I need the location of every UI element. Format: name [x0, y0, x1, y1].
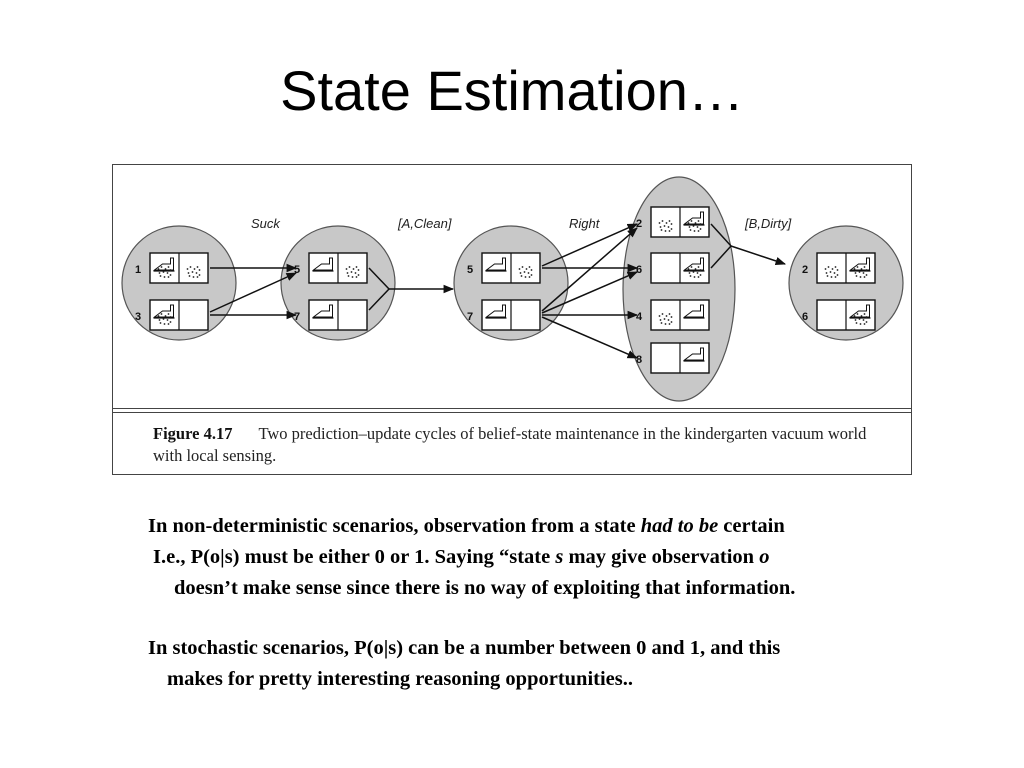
vacuum-robot-icon	[849, 304, 871, 319]
dirt-icon	[186, 266, 201, 278]
state-box-8: 8	[636, 342, 710, 374]
state-boxes: 1 3 5 7 5 7 2 6 4 8 2 6	[135, 206, 876, 374]
caption-divider	[113, 408, 911, 409]
state-number: 7	[467, 311, 473, 323]
state-number: 2	[802, 264, 808, 276]
paragraph-non-deterministic: In non-deterministic scenarios, observat…	[148, 511, 968, 604]
dirt-icon	[345, 266, 360, 278]
caption-divider-inner	[113, 412, 911, 413]
paragraph-stochastic: In stochastic scenarios, P(o|s) can be a…	[148, 633, 968, 695]
arrow-observe-b-dirty	[730, 245, 786, 265]
vacuum-robot-icon	[153, 304, 175, 319]
arrow-3-to-5	[209, 272, 297, 313]
vacuum-robot-icon	[849, 257, 871, 272]
dirt-icon	[658, 313, 673, 325]
label-right: Right	[569, 216, 601, 231]
state-box-2: 2	[802, 252, 876, 284]
vacuum-robot-icon	[312, 257, 334, 272]
state-box-5: 5	[467, 252, 541, 284]
state-box-1: 1	[135, 252, 209, 284]
arrow-7-to-6	[541, 271, 638, 314]
state-box-6: 6	[802, 299, 876, 331]
state-box-3: 3	[135, 299, 209, 331]
vacuum-robot-icon	[683, 347, 705, 362]
state-number: 2	[636, 218, 642, 230]
label-a-clean: [A,Clean]	[397, 216, 452, 231]
figure-label: Figure 4.17	[153, 424, 233, 443]
dirt-icon	[824, 266, 839, 278]
state-box-7: 7	[294, 299, 368, 331]
state-number: 7	[294, 311, 300, 323]
para2-line1: In stochastic scenarios, P(o|s) can be a…	[148, 637, 781, 659]
para2-line2: makes for pretty interesting reasoning o…	[167, 668, 633, 690]
arrow-7-to-8	[541, 316, 638, 359]
arrow-5-to-2	[541, 223, 638, 267]
state-number: 6	[636, 264, 642, 276]
para1-line1: In non-deterministic scenarios, observat…	[148, 515, 785, 537]
dirt-icon	[687, 266, 702, 278]
state-number: 5	[294, 264, 300, 276]
state-number: 4	[636, 311, 643, 323]
vacuum-robot-icon	[153, 257, 175, 272]
label-suck: Suck	[251, 216, 281, 231]
state-number: 5	[467, 264, 473, 276]
dirt-icon	[518, 266, 533, 278]
vacuum-robot-icon	[485, 257, 507, 272]
label-b-dirty: [B,Dirty]	[744, 216, 792, 231]
dirt-icon	[853, 266, 868, 278]
state-number: 6	[802, 311, 808, 323]
figure-box: Suck [A,Clean] Right [B,Dirty] 1 3 5 7 5 7 2 6 4…	[112, 164, 912, 475]
dirt-icon	[853, 313, 868, 325]
state-number: 8	[636, 354, 642, 366]
slide-title: State Estimation…	[280, 59, 744, 122]
dirt-icon	[658, 220, 673, 232]
vacuum-robot-icon	[312, 304, 334, 319]
dirt-icon	[687, 220, 702, 232]
belief-state-diagram: Suck [A,Clean] Right [B,Dirty] 1 3 5 7 5 7 2 6 4…	[121, 176, 904, 402]
dirt-icon	[157, 313, 172, 325]
state-box-2: 2	[636, 206, 710, 238]
state-box-4: 4	[636, 299, 710, 331]
arrow-7-to-2	[541, 227, 638, 312]
dirt-icon	[157, 266, 172, 278]
state-number: 1	[135, 264, 141, 276]
vacuum-robot-icon	[485, 304, 507, 319]
vacuum-robot-icon	[683, 257, 705, 272]
state-box-5: 5	[294, 252, 368, 284]
state-number: 3	[135, 311, 141, 323]
vacuum-robot-icon	[683, 304, 705, 319]
para1-line2: I.e., P(o|s) must be either 0 or 1. Sayi…	[153, 546, 770, 568]
figure-caption-text: Two prediction–update cycles of belief-s…	[153, 424, 867, 465]
para1-line3: doesn’t make sense since there is no way…	[174, 577, 796, 599]
state-box-7: 7	[467, 299, 541, 331]
state-box-6: 6	[636, 252, 710, 284]
vacuum-robot-icon	[683, 211, 705, 226]
